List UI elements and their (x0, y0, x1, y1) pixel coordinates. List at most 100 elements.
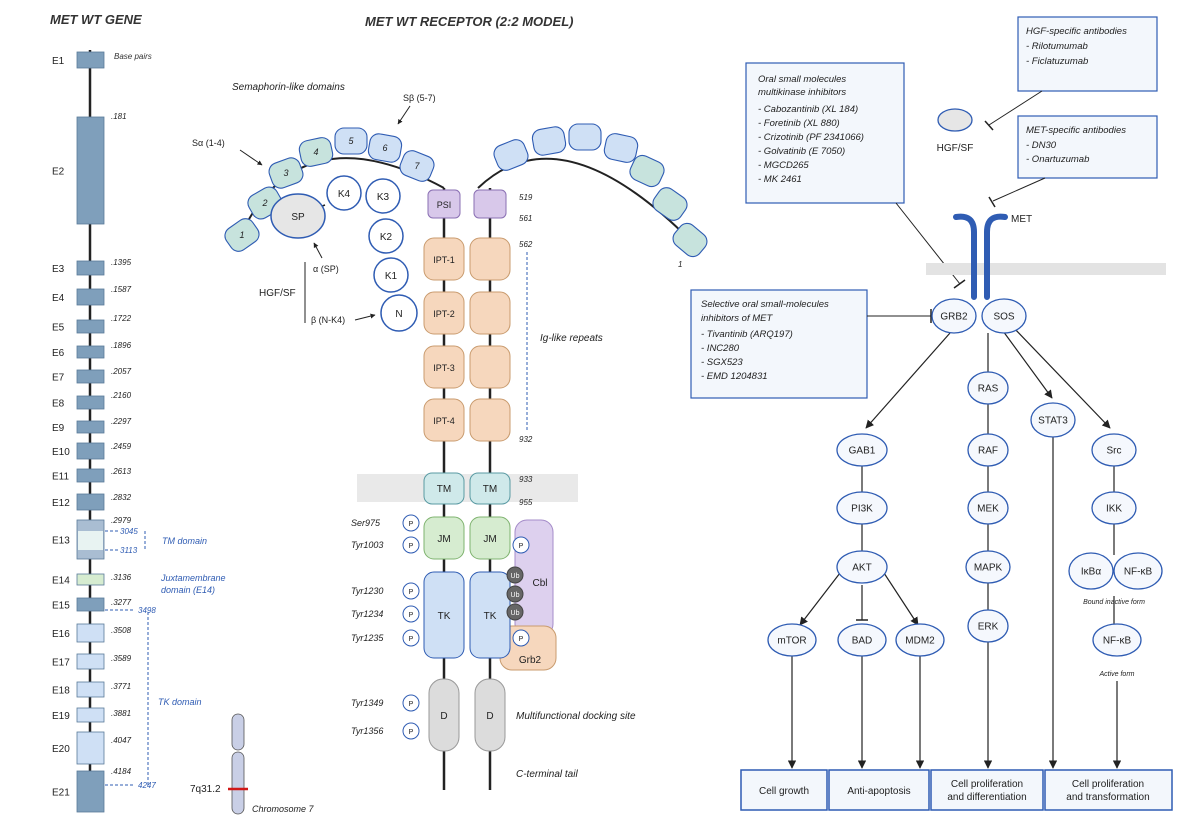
exon-bp-20: .4047 (111, 736, 132, 745)
active-form-label: Active form (1098, 671, 1134, 678)
met-antibodies-item-1: - DN30 (1026, 140, 1057, 151)
exon-label-20: E20 (52, 744, 70, 755)
multikinase-items: - Cabozantinib (XL 184)- Foretinib (XL 8… (758, 104, 864, 185)
receptor-chain-left: PSI IPT-1 IPT-2 IPT-3 IPT-4 TM JM TK D (423, 189, 465, 752)
pathway-edges (787, 325, 1122, 769)
met-receptor-left (953, 213, 977, 300)
k2-label: K2 (380, 232, 393, 243)
node-nfkb2 (1092, 623, 1142, 657)
sp-domain (270, 193, 326, 239)
beta-arrow (354, 313, 376, 321)
node-nfkb1 (1113, 552, 1163, 590)
node-mdm2 (895, 623, 945, 657)
selective-item-3: - SGX523 (701, 357, 743, 368)
bound-inactive-label: Bound inactive form (1083, 599, 1145, 606)
phospho-label-2: P (409, 543, 414, 550)
gene-title: MET WT GENE (50, 12, 142, 27)
node-mapk (965, 550, 1011, 584)
selective-title-2: inhibitors of MET (701, 313, 773, 324)
alpha-arrow (313, 242, 323, 259)
phospho-label-6: P (409, 701, 414, 708)
sp-label: SP (291, 212, 305, 223)
hgf-label: HGF/SF (259, 288, 296, 299)
ipt2-domain-left (423, 291, 465, 335)
node-erk (967, 609, 1009, 643)
node-label-sos: SOS (993, 312, 1014, 323)
node-mek (967, 491, 1009, 525)
exon-label-13: E13 (52, 536, 70, 547)
node-raf (967, 433, 1009, 467)
site-label-7: Tyr1356 (351, 726, 383, 736)
phospho-site-jm-right (512, 536, 530, 554)
node-akt (836, 550, 888, 584)
ipt1-label: IPT-1 (433, 255, 455, 265)
psi-label-left: PSI (437, 200, 452, 210)
residue-561: 561 (519, 214, 532, 223)
exon-9 (76, 420, 105, 434)
exon-bp-12: .2832 (111, 493, 132, 502)
edge-sos-src (1011, 325, 1111, 429)
dock-label: Multifunctional docking site (516, 711, 636, 722)
s-beta-arrow (397, 105, 411, 125)
jm-label-1: Juxtamembrane (160, 573, 226, 583)
outcome-cell-growth-label: Cell growth (759, 786, 809, 797)
multikinase-title-1: Oral small molecules (758, 74, 846, 85)
tm-end: 3113 (120, 546, 138, 555)
hgf-antibodies-title: HGF-specific antibodies (1026, 26, 1127, 37)
exon-label-12: E12 (52, 498, 70, 509)
node-label-mek: MEK (977, 504, 999, 515)
alpha-label: α (SP) (313, 264, 339, 274)
selective-items: - Tivantinib (ARQ197)- INC280- SGX523- E… (701, 329, 793, 382)
ubiquitin-3 (506, 603, 524, 621)
exon-list: E1E2.181E3.1395E4.1587E5.1722E6.1896E7.2… (52, 51, 132, 813)
exon-label-1: E1 (52, 56, 65, 67)
sema-domains-right (493, 123, 708, 258)
edge-akt-mdm2 (883, 572, 919, 626)
exon-bp-10: .2459 (111, 442, 132, 451)
phospho-site-grb2 (512, 629, 530, 647)
d-domain-right (474, 678, 506, 752)
ipt1-domain-left (423, 237, 465, 281)
outcome-prolif-1: Cell proliferation (951, 779, 1023, 790)
sema-domain-right-2 (531, 126, 567, 156)
node-label-erk: ERK (978, 622, 999, 633)
hgf-sf-ligand (937, 108, 973, 132)
sema-domain-right-3-shape (568, 123, 602, 151)
tm-label-right: TM (483, 484, 497, 495)
sema-domain-7-label: 7 (414, 161, 420, 171)
met-antibodies-box (1017, 115, 1158, 179)
node-pi3k (836, 491, 888, 525)
tm-label: TM domain (162, 536, 207, 546)
phospho-site-7 (402, 722, 420, 740)
k3-label: K3 (377, 192, 390, 203)
ipt4-domain-left (423, 398, 465, 442)
sema-domain-3-shape (268, 157, 304, 189)
met-receptor-right (984, 213, 1008, 300)
exon-label-2: E2 (52, 167, 65, 178)
exon-bp-7: .2057 (111, 367, 132, 376)
met-antibodies-title: MET-specific antibodies (1026, 125, 1126, 136)
multikinase-box (745, 62, 905, 204)
exon-10 (76, 442, 105, 460)
sema-domain-right-1 (493, 139, 529, 171)
sema-domain-6 (367, 133, 403, 163)
sema-domain-3 (268, 157, 304, 189)
sema-domain-right-3 (568, 123, 602, 151)
exon-bp-8: .2160 (111, 391, 132, 400)
phospho-site-3 (402, 582, 420, 600)
d-label-left: D (440, 711, 447, 722)
node-label-nfkb1: NF-κB (1124, 567, 1153, 578)
chromosome-arm-p (231, 713, 245, 751)
exon-bp-11: .2613 (111, 467, 132, 476)
selective-item-2: - INC280 (701, 343, 740, 354)
exon-11 (76, 468, 105, 483)
exon-bp-2: .181 (111, 112, 127, 121)
exon-label-4: E4 (52, 293, 65, 304)
n-label: N (395, 309, 402, 320)
node-label-src: Src (1107, 446, 1122, 457)
outcome-proliferation-transformation (1044, 769, 1173, 811)
sema-domain-right-7-shape (672, 222, 708, 258)
